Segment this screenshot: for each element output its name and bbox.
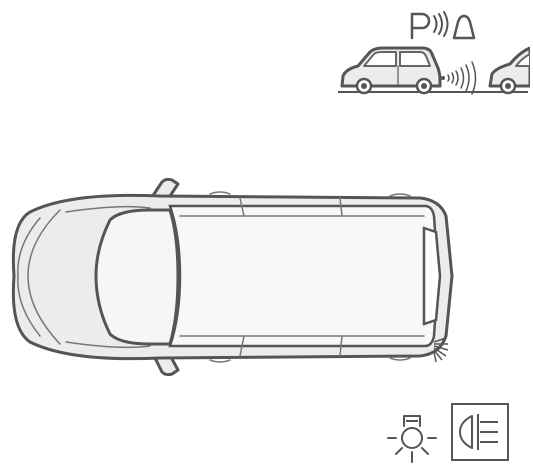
- rear-fog-light-icon: [451, 403, 509, 461]
- parking-scene: [338, 46, 530, 95]
- rear-light-flash-icon: [433, 337, 449, 363]
- light-bulb-indicator-icon: [387, 415, 437, 463]
- partial-car-icon: [488, 46, 530, 95]
- park-assist-sensor-icon: [410, 11, 476, 40]
- car-top-view-icon: [11, 177, 454, 377]
- car-side-view-icon: [340, 46, 442, 95]
- ultrasonic-waves-icon: [441, 61, 477, 95]
